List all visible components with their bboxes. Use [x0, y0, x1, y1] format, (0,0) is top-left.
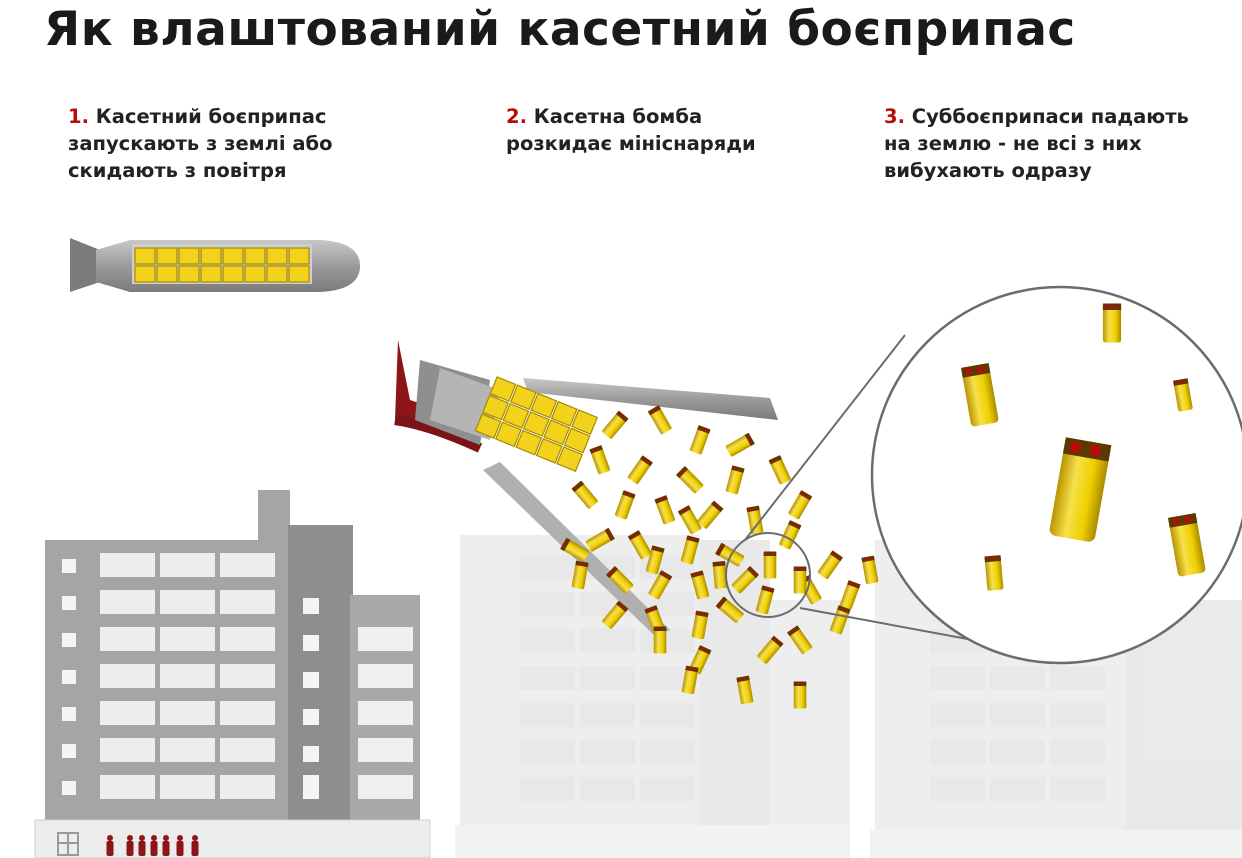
- submunition: [787, 490, 813, 520]
- person-figure: [150, 835, 158, 856]
- window: [100, 627, 155, 651]
- step-1-text: Касетний боєприпас запускають з землі аб…: [68, 105, 333, 182]
- submunition: [793, 681, 807, 709]
- step-3-text: Суббоєприпаси падають на землю - не всі …: [884, 105, 1189, 182]
- submunition-magnified: [1102, 303, 1122, 343]
- submunition: [725, 465, 745, 495]
- submunition: [839, 580, 861, 610]
- submunition: [653, 626, 667, 654]
- window: [100, 738, 155, 762]
- window: [220, 590, 275, 614]
- submunition: [768, 455, 792, 485]
- submunition: [589, 445, 611, 475]
- step-3-caption: 3. Суббоєприпаси падають на землю - не в…: [884, 103, 1204, 184]
- window: [160, 701, 215, 725]
- page-title: Як влаштований касетний боєприпас: [44, 2, 1076, 57]
- window: [100, 701, 155, 725]
- window: [160, 627, 215, 651]
- person-figure: [106, 835, 114, 856]
- submunition: [647, 405, 673, 435]
- magnifier: [725, 285, 1242, 665]
- window: [220, 701, 275, 725]
- submunition: [696, 500, 724, 530]
- window: [160, 553, 215, 577]
- step-1-caption: 1. Касетний боєприпас запускають з землі…: [68, 103, 388, 184]
- submunition: [725, 432, 755, 458]
- person-figure: [126, 835, 134, 856]
- people-figures: [106, 835, 199, 856]
- window: [160, 738, 215, 762]
- submunition: [601, 410, 629, 440]
- step-2-text: Касетна бомба розкидає мініснаряди: [506, 105, 756, 155]
- submunition: [654, 495, 676, 525]
- window: [220, 664, 275, 688]
- window: [220, 775, 275, 799]
- submunition: [793, 566, 807, 594]
- window: [160, 590, 215, 614]
- submunition: [763, 551, 777, 579]
- window: [220, 738, 275, 762]
- submunition: [817, 550, 843, 580]
- submunition: [675, 465, 705, 495]
- window: [100, 590, 155, 614]
- submunition: [627, 455, 653, 485]
- window: [160, 775, 215, 799]
- step-1-number: 1.: [68, 105, 89, 128]
- submunition: [614, 490, 636, 520]
- person-figure: [191, 835, 199, 856]
- step-2-number: 2.: [506, 105, 527, 128]
- step-3-number: 3.: [884, 105, 905, 128]
- window: [100, 775, 155, 799]
- window: [220, 553, 275, 577]
- building-left-windows: [62, 553, 413, 799]
- submunition: [571, 480, 599, 510]
- cluster-bomb-intact: [70, 238, 360, 292]
- person-figure: [176, 835, 184, 856]
- person-figure: [162, 835, 170, 856]
- submunition-magnified: [984, 555, 1004, 591]
- step-2-caption: 2. Касетна бомба розкидає мініснаряди: [506, 103, 766, 157]
- window: [100, 664, 155, 688]
- person-figure: [138, 835, 146, 856]
- building-middle: [455, 535, 850, 858]
- window: [160, 664, 215, 688]
- window: [100, 553, 155, 577]
- window: [220, 627, 275, 651]
- submunition: [689, 425, 711, 455]
